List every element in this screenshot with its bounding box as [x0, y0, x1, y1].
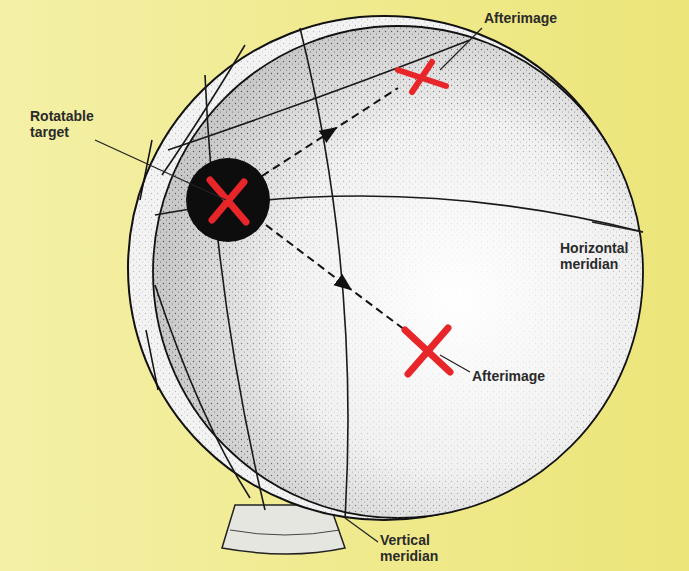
afterimage-label: Afterimage [484, 10, 594, 26]
cross-stroke [408, 328, 448, 374]
target-label: Rotatable target [30, 108, 110, 140]
rim-ticks [140, 140, 158, 390]
cross-stroke [212, 182, 244, 220]
afterimage-bottom [405, 328, 450, 374]
gaze-arrow-tail [345, 285, 405, 330]
bowl-surface [153, 26, 643, 518]
afterimage-top [398, 62, 446, 92]
grid-arc [168, 40, 470, 150]
leader-line [440, 355, 470, 372]
leader-line [345, 518, 378, 542]
grid-arc [155, 285, 250, 498]
grid-arc [205, 75, 265, 510]
target-cross [210, 180, 246, 222]
meridian-label: Horizontal meridian [560, 240, 660, 272]
leader-lines [95, 28, 643, 542]
target-disc [186, 158, 270, 242]
cross-stroke [412, 62, 432, 92]
gaze-arrow-tail [330, 88, 398, 132]
leader-line [440, 28, 482, 70]
grid-arc [162, 45, 245, 175]
bowl-stipple [153, 26, 643, 518]
cross-stroke [210, 180, 246, 222]
afterimage-label: Afterimage [472, 368, 582, 384]
leader-line [95, 140, 226, 200]
gaze-arrow [262, 132, 330, 176]
leader-line [592, 222, 643, 232]
stand-edge [230, 530, 340, 535]
meridian-lines [155, 28, 643, 518]
gaze-arrow [266, 225, 345, 285]
meridian-label: Vertical meridian [380, 532, 470, 564]
